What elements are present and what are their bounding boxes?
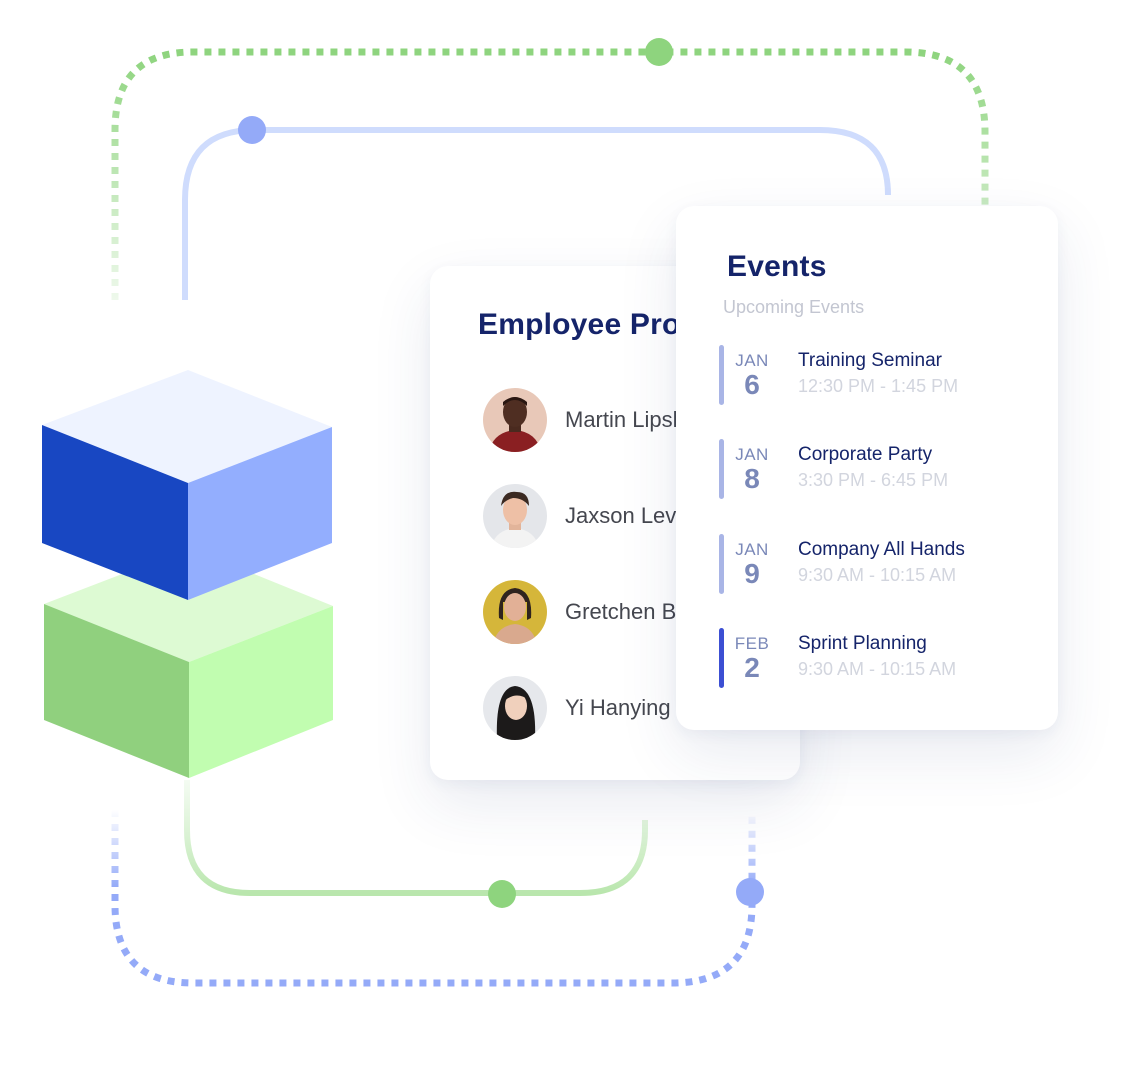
green-dotted-frame [111, 48, 989, 300]
event-month: JAN [735, 540, 769, 559]
event-title: Company All Hands [798, 539, 965, 560]
profile-row[interactable]: Yi Hanying [483, 676, 800, 742]
avatar [483, 388, 547, 452]
event-indicator [719, 439, 724, 499]
event-item[interactable]: JAN 8 Corporate Party 3:30 PM - 6:45 PM [719, 439, 1039, 501]
event-day: 6 [744, 369, 760, 400]
event-month: JAN [735, 445, 769, 464]
profile-name: Jaxson Levin [565, 503, 694, 528]
event-day: 2 [744, 652, 760, 683]
event-day: 8 [744, 463, 760, 494]
profile-name: Yi Hanying [565, 695, 671, 720]
event-month: JAN [735, 351, 769, 370]
profile-row[interactable]: Jaxson Levin [483, 484, 800, 550]
event-time: 3:30 PM - 6:45 PM [798, 470, 949, 490]
event-month: FEB [734, 634, 770, 653]
event-time: 9:30 AM - 10:15 AM [798, 659, 957, 679]
event-indicator [719, 345, 724, 405]
event-time: 12:30 PM - 1:45 PM [798, 376, 959, 396]
event-day: 9 [744, 558, 760, 589]
green-node-bottom [488, 880, 516, 908]
event-time: 9:30 AM - 10:15 AM [798, 565, 957, 585]
event-item[interactable]: JAN 6 Training Seminar 12:30 PM - 1:45 P… [719, 345, 1039, 407]
event-indicator [719, 534, 724, 594]
events-subtitle: Upcoming Events [723, 297, 865, 317]
event-title: Sprint Planning [798, 633, 927, 654]
avatar [483, 580, 547, 644]
avatar [483, 676, 547, 740]
event-title: Corporate Party [798, 444, 933, 465]
event-title: Training Seminar [798, 350, 942, 371]
event-item[interactable]: JAN 9 Company All Hands 9:30 AM - 10:15 … [719, 534, 1039, 596]
events-card: Events Upcoming Events JAN 6 Training Se… [676, 206, 1058, 730]
profile-row[interactable]: Martin Lipshutz [483, 388, 800, 454]
event-indicator-active [719, 628, 724, 688]
event-item[interactable]: FEB 2 Sprint Planning 9:30 AM - 10:15 AM [719, 628, 1039, 690]
green-node-top [645, 38, 673, 66]
events-title: Events [727, 250, 827, 283]
green-solid-frame [184, 780, 648, 896]
blue-dotted-frame [111, 810, 756, 987]
avatar [483, 484, 547, 548]
blue-node-bottom [736, 878, 764, 906]
blue-node-top [238, 116, 266, 144]
